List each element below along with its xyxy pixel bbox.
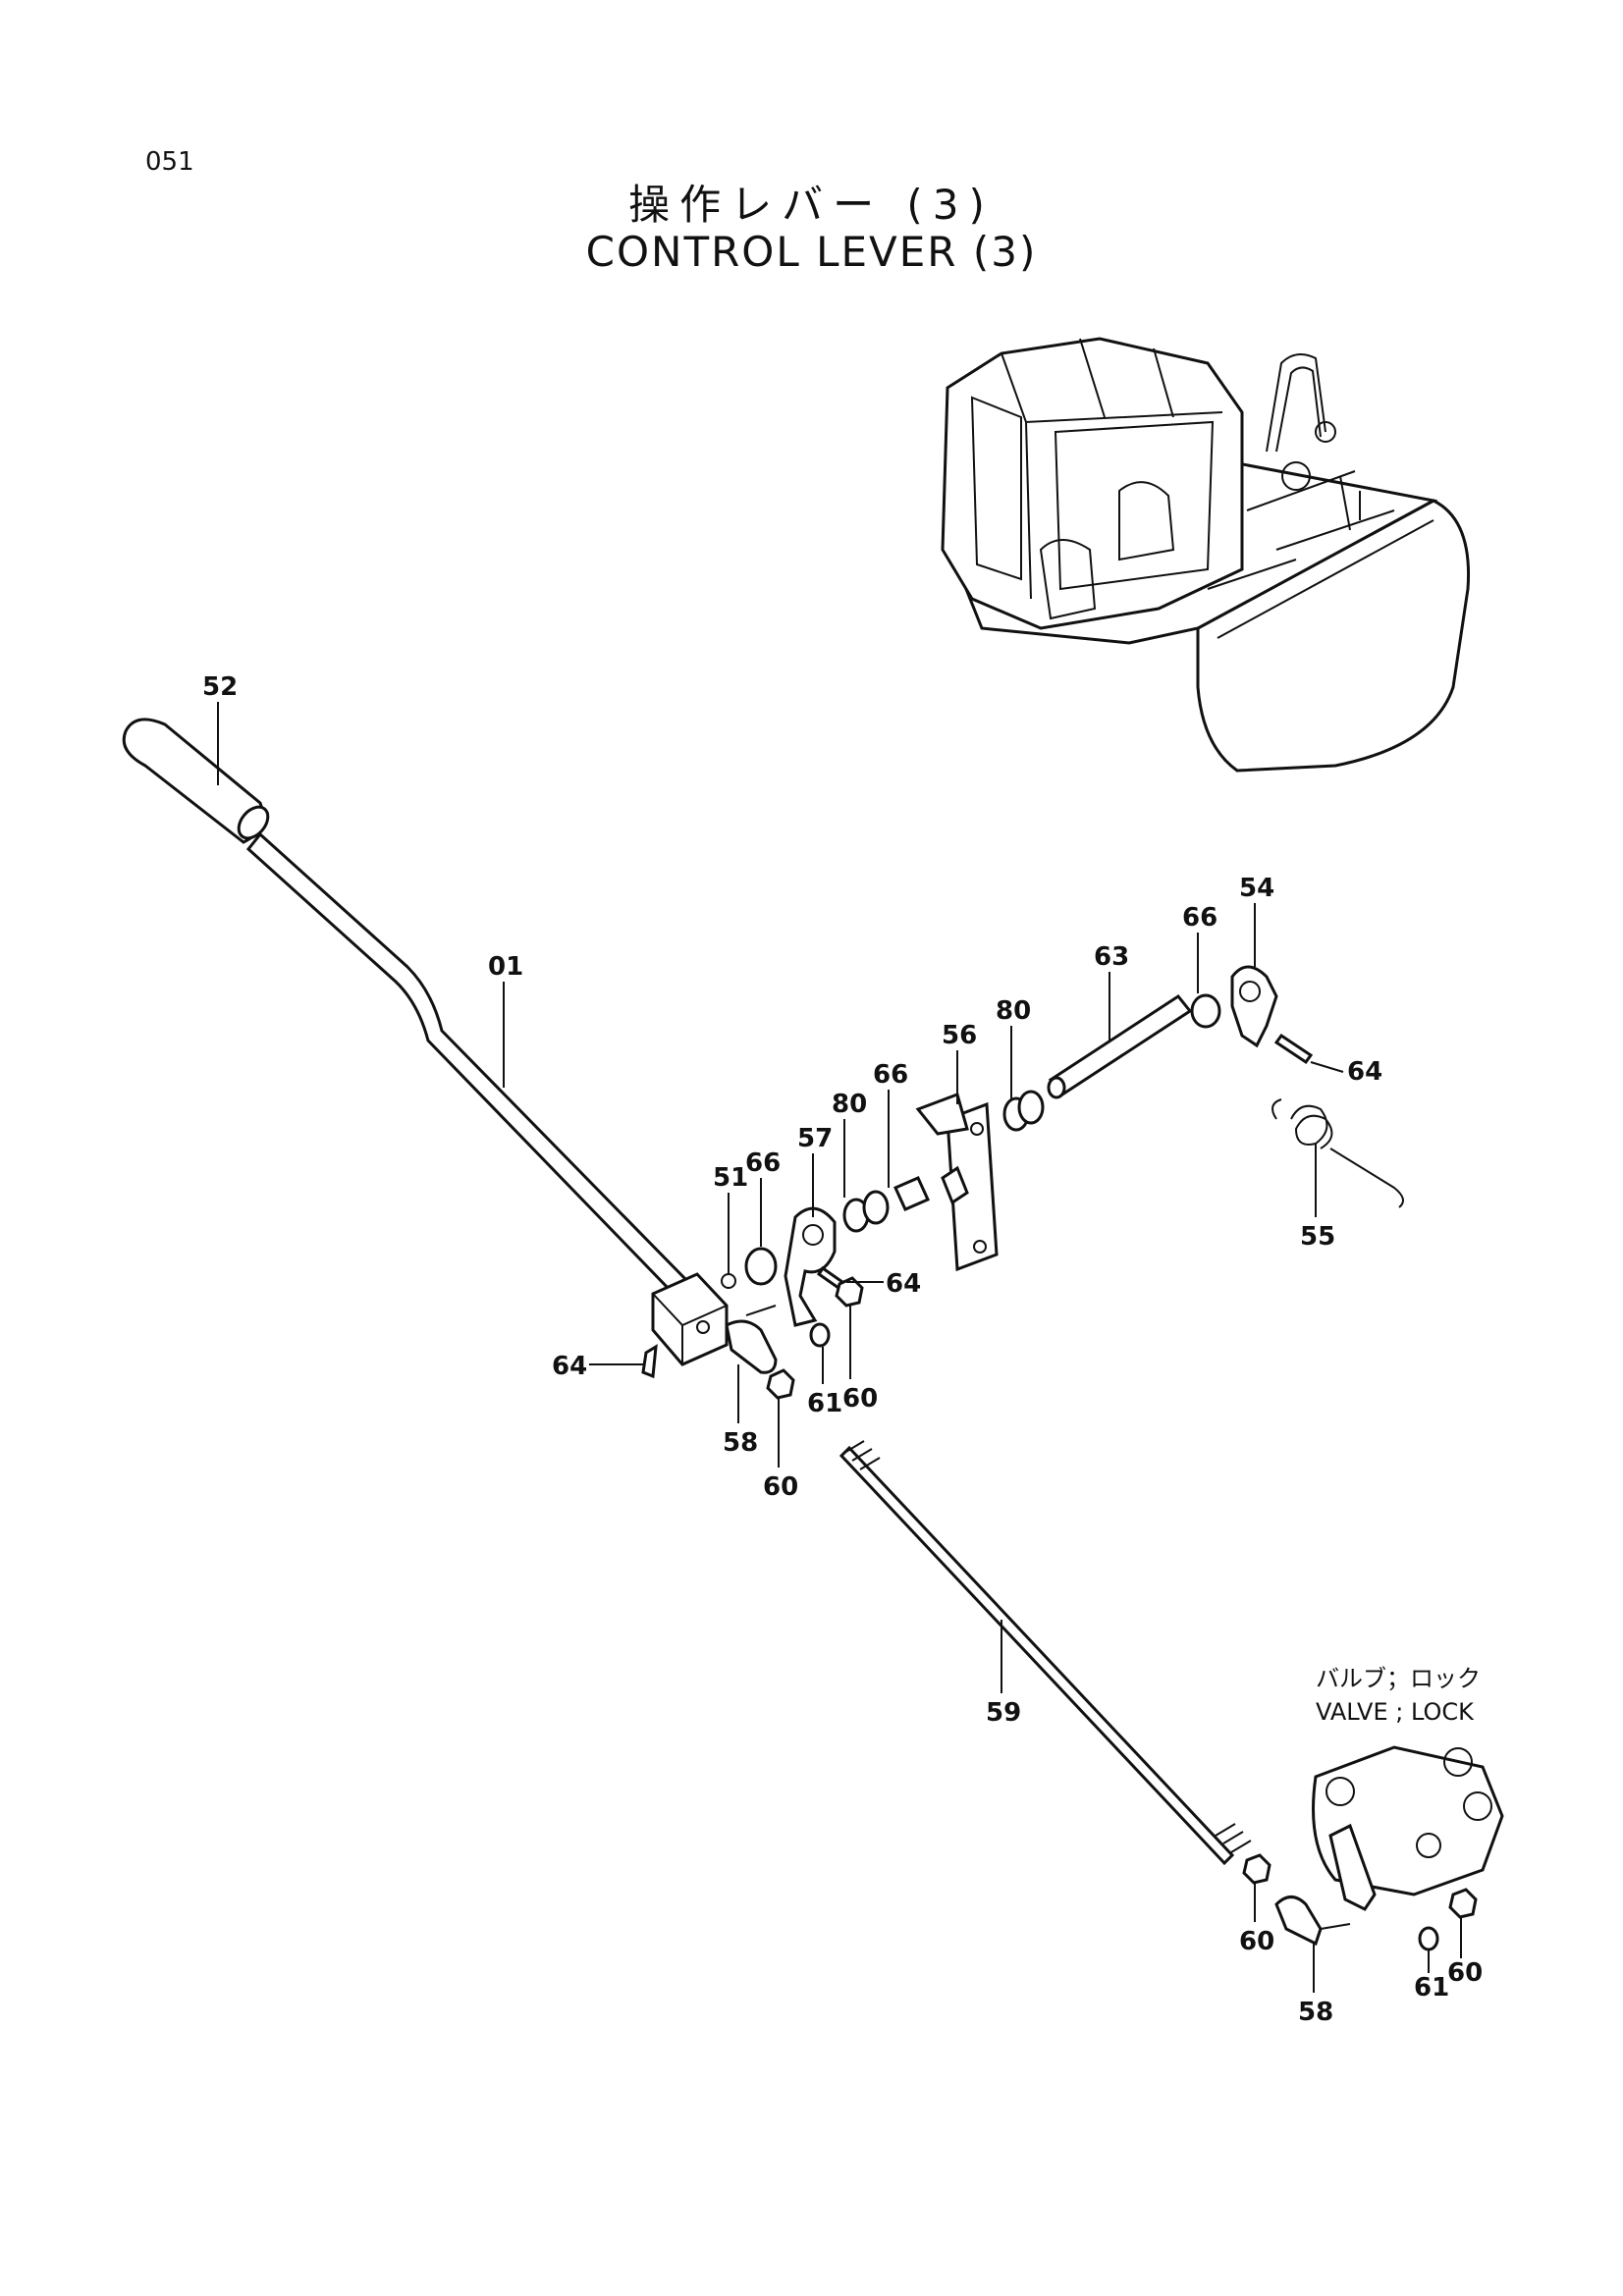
label-63: 63 bbox=[1094, 942, 1129, 972]
label-56: 56 bbox=[942, 1021, 977, 1050]
label-66-mid: 66 bbox=[873, 1060, 908, 1090]
label-80-right: 80 bbox=[996, 996, 1031, 1026]
title-japanese: 操作レバー (3) bbox=[628, 181, 995, 229]
arm-54 bbox=[1230, 965, 1278, 1048]
label-60-lower: 60 bbox=[1447, 1958, 1483, 1988]
label-54: 54 bbox=[1239, 874, 1274, 903]
rod-end-58-upper bbox=[725, 1305, 778, 1374]
pin-64-left bbox=[641, 1344, 658, 1379]
label-66-right: 66 bbox=[1182, 903, 1217, 933]
bushing-66-right bbox=[1190, 993, 1221, 1029]
label-64-right: 64 bbox=[1347, 1057, 1382, 1087]
label-64-mid: 64 bbox=[886, 1269, 921, 1299]
page-number: 051 bbox=[145, 147, 194, 177]
snap-ring bbox=[721, 1273, 736, 1289]
label-60-rod-lower: 60 bbox=[1239, 1927, 1274, 1956]
washer-80-right-2 bbox=[1017, 1090, 1045, 1125]
part-labels: 52 01 51 66 57 80 66 56 80 63 66 54 64 5… bbox=[202, 672, 1483, 2027]
label-80-left: 80 bbox=[832, 1090, 867, 1119]
grip bbox=[122, 718, 270, 844]
label-58-lower: 58 bbox=[1298, 1998, 1333, 2027]
nut-60-rod-upper bbox=[766, 1368, 795, 1400]
bracket-57 bbox=[784, 1206, 837, 1327]
washer-61-upper bbox=[809, 1322, 831, 1348]
label-60-rod-upper: 60 bbox=[763, 1472, 798, 1502]
title-english: CONTROL LEVER (3) bbox=[585, 228, 1038, 276]
label-51: 51 bbox=[713, 1163, 748, 1193]
valve-lock-note-en: VALVE ; LOCK bbox=[1316, 1698, 1475, 1726]
washer-61-lower bbox=[1418, 1926, 1439, 1951]
label-64-left: 64 bbox=[552, 1352, 587, 1381]
plate-56 bbox=[915, 1093, 999, 1272]
lock-valve bbox=[1312, 1745, 1504, 1911]
label-57: 57 bbox=[797, 1124, 833, 1153]
nut-60-rod-lower bbox=[1242, 1853, 1271, 1885]
leader-lines bbox=[217, 702, 1462, 1993]
label-55: 55 bbox=[1300, 1222, 1335, 1252]
valve-lock-note-jp: バルブ；ロック bbox=[1316, 1665, 1481, 1692]
bushing-left bbox=[744, 1247, 778, 1286]
spring-55 bbox=[1271, 1098, 1404, 1208]
label-52: 52 bbox=[202, 672, 238, 702]
label-60-upper: 60 bbox=[842, 1384, 878, 1414]
lever-boss bbox=[651, 1272, 729, 1366]
nut-60-upper bbox=[835, 1276, 864, 1308]
label-61-upper: 61 bbox=[807, 1389, 842, 1418]
bushing-66-mid bbox=[893, 1176, 930, 1211]
control-lever bbox=[245, 831, 690, 1297]
label-59: 59 bbox=[986, 1698, 1021, 1728]
shaft-63 bbox=[1047, 993, 1193, 1099]
label-01: 01 bbox=[488, 952, 523, 982]
rod-end-58-lower bbox=[1274, 1896, 1351, 1947]
washer-80-left-2 bbox=[862, 1190, 890, 1225]
excavator-overview bbox=[941, 337, 1471, 773]
label-58-upper: 58 bbox=[723, 1428, 758, 1458]
rod-59 bbox=[839, 1440, 1252, 1866]
label-61-lower: 61 bbox=[1414, 1973, 1449, 2002]
valve-lock-note: バルブ；ロック VALVE ; LOCK bbox=[1316, 1665, 1481, 1726]
nut-60-lower bbox=[1448, 1888, 1478, 1919]
label-66-left: 66 bbox=[745, 1148, 781, 1178]
pin-64-right bbox=[1273, 1033, 1314, 1065]
